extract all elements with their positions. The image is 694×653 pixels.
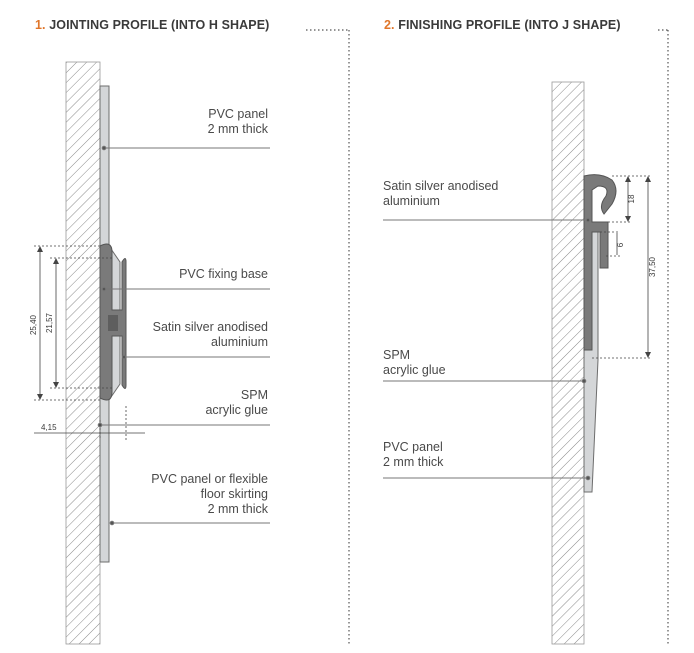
left-label-aluminium-line1: Satin silver anodised (152, 320, 268, 334)
left-label-fixing-base-line1: PVC fixing base (179, 267, 268, 281)
right-label-pvc-panel-line1: PVC panel (383, 440, 443, 454)
dim-left-depth: 4,15 (41, 423, 57, 432)
left-label-pvc-panel: PVC panel 2 mm thick (208, 107, 268, 137)
right-label-aluminium: Satin silver anodised aluminium (383, 179, 498, 209)
left-label-fixing-base: PVC fixing base (179, 267, 268, 282)
left-label-pvc-panel-line1: PVC panel (208, 107, 268, 121)
left-label-glue-line2: acrylic glue (205, 403, 268, 417)
right-label-pvc-panel-line2: 2 mm thick (383, 455, 444, 469)
left-wall (65, 61, 101, 645)
left-label-glue: SPM acrylic glue (205, 388, 268, 418)
right-label-aluminium-line1: Satin silver anodised (383, 179, 499, 193)
right-title-text: FINISHING PROFILE (INTO J SHAPE) (398, 18, 621, 32)
dim-right-total: 37,50 (648, 256, 657, 277)
left-aluminium-profile (99, 243, 127, 401)
right-aluminium-profile (583, 174, 617, 351)
left-dimension-arrows (37, 246, 59, 400)
left-title-text: JOINTING PROFILE (INTO H SHAPE) (49, 18, 270, 32)
right-label-glue: SPM acrylic glue (383, 348, 446, 378)
right-label-pvc-panel: PVC panel 2 mm thick (383, 440, 443, 470)
left-label-aluminium: Satin silver anodised aluminium (153, 320, 268, 350)
left-dimension-lines (34, 245, 145, 440)
right-dimension-lines (592, 175, 652, 359)
right-label-aluminium-line2: aluminium (383, 194, 440, 208)
dim-left-inner: 21,57 (45, 312, 54, 333)
left-label-pvc-panel-line2: 2 mm thick (207, 122, 268, 136)
dotted-frame (306, 29, 669, 645)
right-title-number: 2. (384, 18, 395, 32)
left-label-skirting-line2: floor skirting (200, 487, 268, 501)
right-wall (551, 81, 585, 645)
right-section-title: 2. FINISHING PROFILE (INTO J SHAPE) (384, 18, 621, 32)
left-label-glue-line1: SPM (240, 388, 268, 402)
left-title-number: 1. (35, 18, 46, 32)
dim-right-upper: 18 (627, 194, 636, 203)
right-label-glue-line1: SPM (383, 348, 411, 362)
right-leaders (383, 217, 591, 481)
right-label-glue-line2: acrylic glue (383, 363, 446, 377)
left-label-skirting-line3: 2 mm thick (207, 502, 268, 516)
right-dimension-arrows (625, 176, 651, 358)
left-label-skirting: PVC panel or flexible floor skirting 2 m… (151, 472, 268, 517)
left-section-title: 1. JOINTING PROFILE (INTO H SHAPE) (35, 18, 269, 32)
left-label-skirting-line1: PVC panel or flexible (151, 472, 268, 486)
left-leaders (97, 145, 270, 526)
dim-left-outer: 25,40 (29, 314, 38, 335)
left-label-aluminium-line2: aluminium (211, 335, 268, 349)
dim-right-small: 6 (616, 242, 625, 247)
